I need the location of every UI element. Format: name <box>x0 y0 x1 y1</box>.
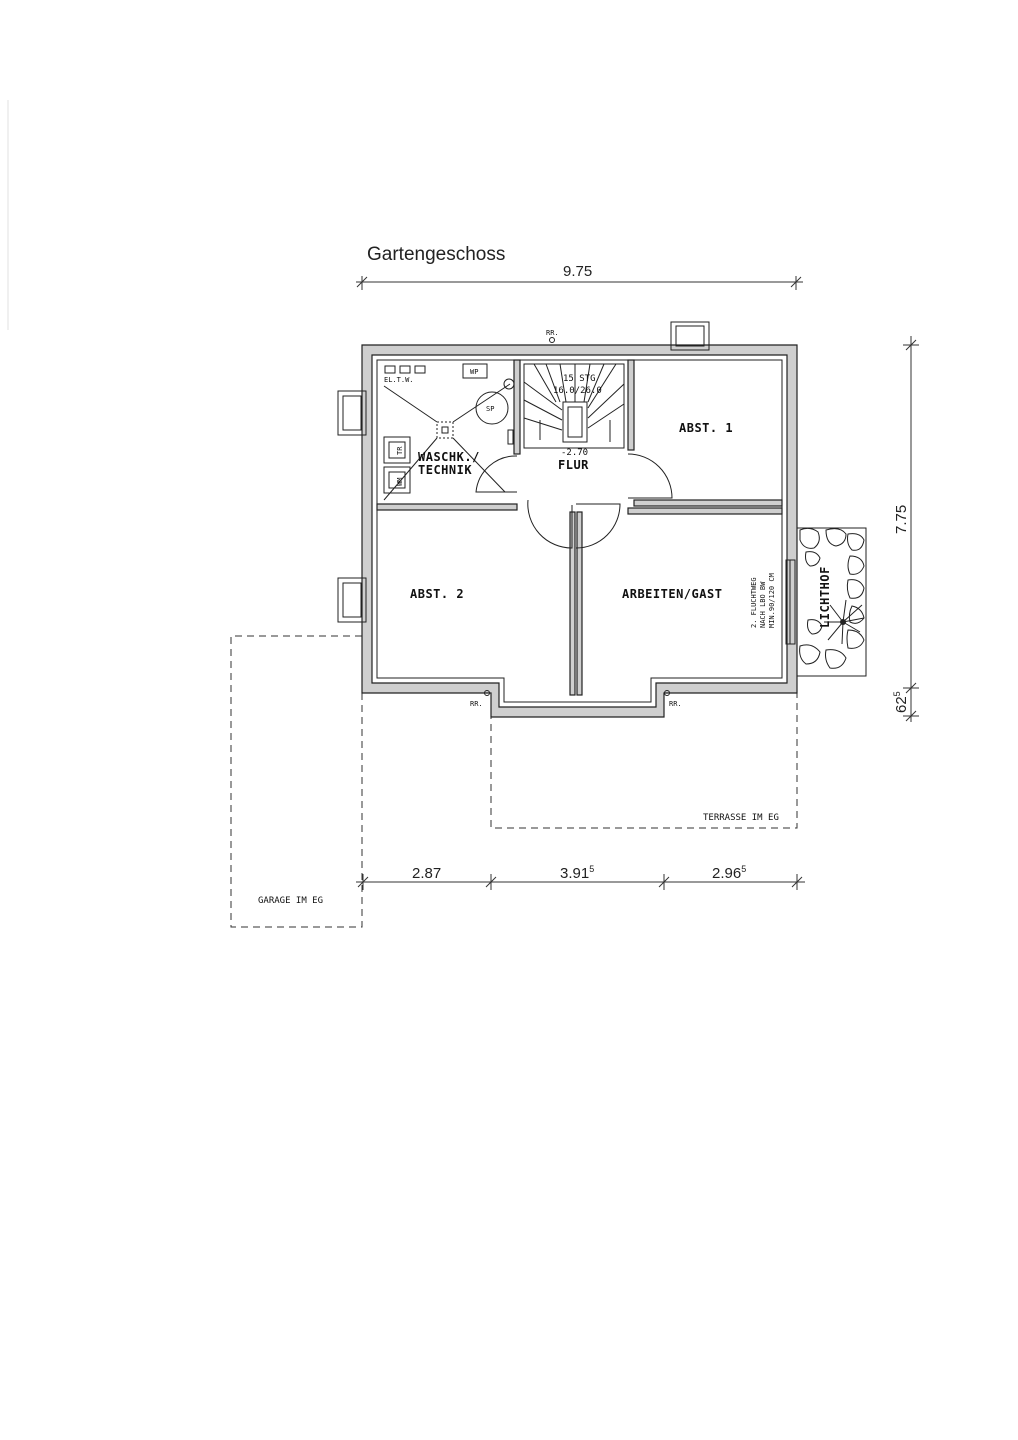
eltw-label: EL.T.W. <box>384 376 414 384</box>
eltw-symbol: EL.T.W. <box>384 365 426 384</box>
window-well-left-top <box>337 390 367 436</box>
sp-label: SP <box>486 405 494 413</box>
terrace-outline: TERRASSE IM EG <box>490 693 798 829</box>
dimension-segment-3-sup: 5 <box>741 864 746 874</box>
dimension-bottom: 2.87 3.915 2.965 <box>356 864 805 890</box>
dimension-segment-3-value: 2.96 <box>712 865 741 882</box>
rr-marker-top: RR. <box>546 329 559 343</box>
dimension-right: 7.75 625 <box>892 336 919 722</box>
interior-walls <box>376 359 783 696</box>
rr-marker-left: RR. <box>470 690 490 708</box>
light-well: LICHTHOF <box>785 527 867 677</box>
escape-route-line3: MIN.90/120 CM <box>768 573 776 628</box>
stair-label-steps: 15 STG <box>563 374 596 384</box>
dimension-segment-1: 2.87 <box>412 865 441 882</box>
rr-left-label: RR. <box>470 700 483 708</box>
wp-unit: WP <box>462 363 488 379</box>
exterior-wall-inner-line <box>376 359 783 703</box>
dimension-width-label: 9.75 <box>563 263 592 280</box>
stair-label-size: 16.0/26.0 <box>553 386 602 396</box>
dimension-segment-2-sup: 5 <box>589 864 594 874</box>
rr-marker-right: RR. <box>664 690 682 708</box>
lichthof-label: LICHTHOF <box>818 566 832 628</box>
terrace-label: TERRASSE IM EG <box>703 813 779 823</box>
dimension-top: 9.75 <box>356 263 803 290</box>
room-technik-line2: TECHNIK <box>418 463 472 477</box>
rr-top-label: RR. <box>546 329 559 337</box>
dryer: TR <box>383 436 411 464</box>
washing-machine: WM <box>383 466 411 494</box>
stair: 15 STG 16.0/26.0 <box>523 363 625 449</box>
tr-label: TR <box>396 446 404 455</box>
doors <box>475 453 673 549</box>
room-abst2: ABST. 2 <box>410 587 464 601</box>
wp-label: WP <box>470 368 478 376</box>
room-abst1: ABST. 1 <box>679 421 733 435</box>
window-well-top <box>670 321 710 351</box>
rr-right-label: RR. <box>669 700 682 708</box>
dimension-segment-2: 3.915 <box>560 864 594 882</box>
plant-icon <box>824 599 865 645</box>
escape-route-line1: 2. FLUCHTWEG <box>750 577 758 628</box>
window-well-left-bottom <box>337 577 367 623</box>
dimension-offset-label: 625 <box>892 691 910 713</box>
escape-route-note: 2. FLUCHTWEG NACH LBO BW MIN.90/120 CM <box>750 573 776 628</box>
sp-tank: SP <box>475 378 515 425</box>
exterior-wall <box>361 344 798 718</box>
flur-level: -2.70 <box>561 448 588 458</box>
wm-label: WM <box>396 478 404 486</box>
dimension-offset-value: 62 <box>893 696 910 713</box>
garage-label: GARAGE IM EG <box>258 896 323 906</box>
escape-route-line2: NACH LBO BW <box>759 581 767 628</box>
room-technik-line1: WASCHK./ <box>418 450 480 464</box>
plan-title: Gartengeschoss <box>367 244 505 265</box>
room-flur: FLUR <box>558 458 589 472</box>
dimension-offset-sup: 5 <box>892 691 902 696</box>
room-arbeiten: ARBEITEN/GAST <box>622 587 722 601</box>
dimension-segment-3: 2.965 <box>712 864 746 882</box>
wall-fixture <box>507 429 514 445</box>
dimension-height-label: 7.75 <box>893 505 910 534</box>
dimension-segment-2-value: 3.91 <box>560 865 589 882</box>
garage-outline: GARAGE IM EG <box>230 635 363 928</box>
